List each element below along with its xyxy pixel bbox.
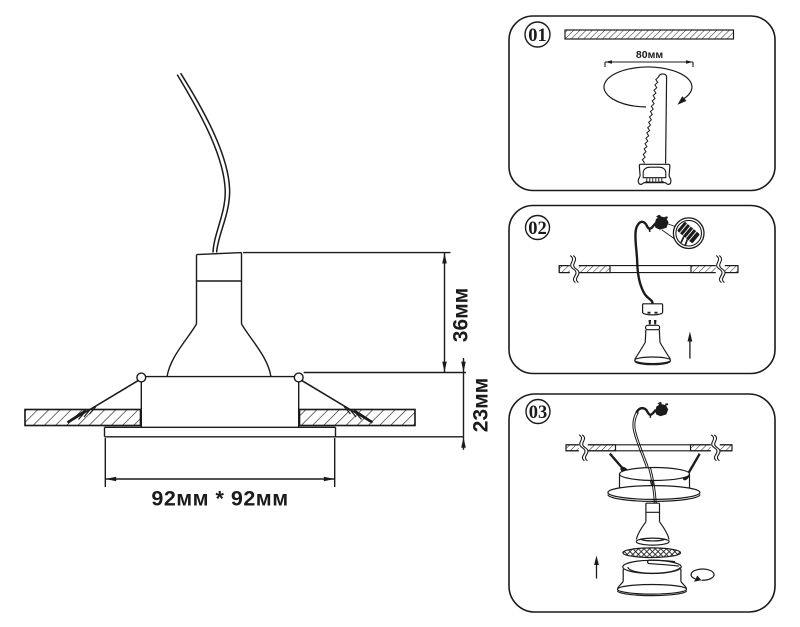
svg-text:02: 02 <box>528 219 547 239</box>
svg-text:03: 03 <box>529 403 548 423</box>
svg-text:01: 01 <box>528 26 547 46</box>
svg-text:92мм * 92мм: 92мм * 92мм <box>151 487 288 511</box>
svg-text:80мм: 80мм <box>636 49 663 61</box>
svg-text:36мм: 36мм <box>450 288 473 342</box>
svg-text:23мм: 23мм <box>470 378 493 432</box>
